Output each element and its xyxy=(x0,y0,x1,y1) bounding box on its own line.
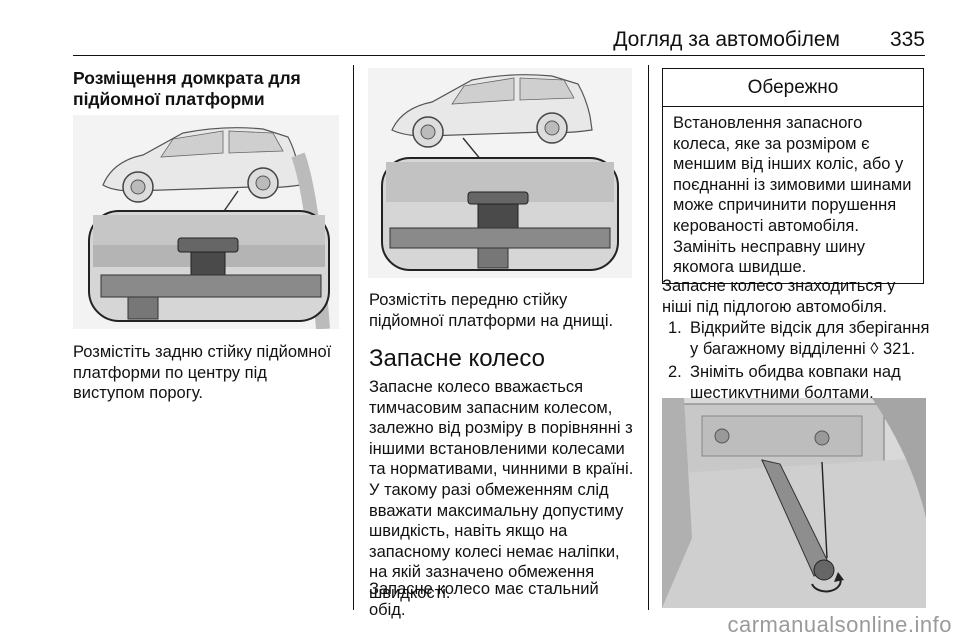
rear-jack-illustration xyxy=(73,115,339,329)
front-jack-caption: Розмістіть передню стійку підйомної плат… xyxy=(369,291,614,330)
step-item: 1. Відкрийте відсік для зберігання у баг… xyxy=(668,318,930,359)
front-jack-illustration xyxy=(368,68,632,278)
steel-rim-paragraph: Запасне колесо має стальний обід. xyxy=(369,580,599,619)
warning-text: Встановлення запасного колеса, яке за ро… xyxy=(673,114,912,277)
page-number: 335 xyxy=(889,28,925,51)
step-number: 2. xyxy=(668,363,682,382)
section-subtitle: Розміщення домкрата для підйомної платфо… xyxy=(73,68,301,109)
header-title: Догляд за автомобілем xyxy=(613,28,840,51)
instruction-steps: 1. Відкрийте відсік для зберігання у баг… xyxy=(668,318,930,406)
trunk-bolt-illustration xyxy=(662,398,926,608)
warning-title: Обережно xyxy=(663,69,923,107)
step-item: 2. Зніміть обидва ковпаки над шестикутни… xyxy=(668,362,930,403)
site-watermark: carmanualsonline.info xyxy=(727,612,952,637)
column-divider-right xyxy=(648,65,649,610)
spare-wheel-location-text: Запасне колесо знаходиться у ніші під пі… xyxy=(662,277,896,316)
column-divider-left xyxy=(353,65,354,610)
spare-wheel-paragraph: Запасне колесо вважається тимчасовим зап… xyxy=(369,378,634,602)
warning-box: Обережно Встановлення запасного колеса, … xyxy=(662,68,924,284)
page-header: Догляд за автомобілем 335 xyxy=(73,18,925,56)
rear-jack-caption: Розмістіть задню стійку підйомної платфо… xyxy=(73,343,332,403)
step-number: 1. xyxy=(668,319,682,337)
step-text: Зніміть обидва ковпаки над шестикутними … xyxy=(690,363,901,402)
section-heading-spare-wheel: Запасне колесо xyxy=(369,345,546,372)
step-text: Відкрийте відсік для зберігання у багажн… xyxy=(690,319,930,358)
